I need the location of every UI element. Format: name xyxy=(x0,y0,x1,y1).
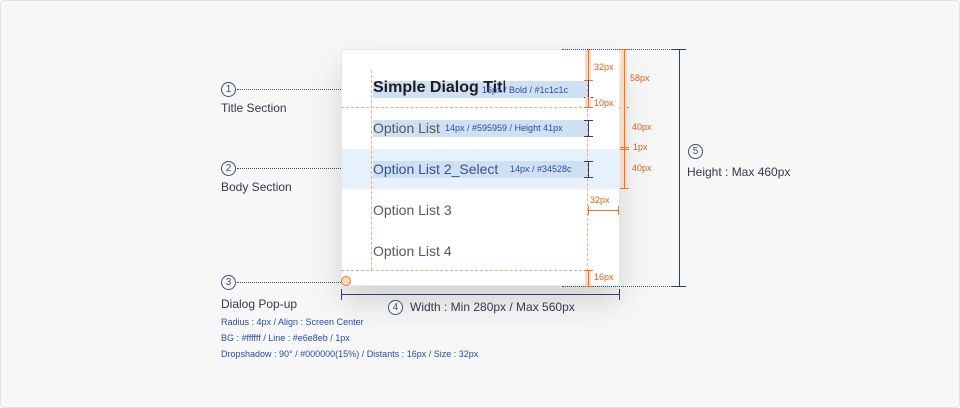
option-1-height-marker xyxy=(588,120,589,136)
option-2-cap-bottom xyxy=(584,177,593,178)
callout-4-number: 4 xyxy=(388,300,403,315)
option-row-4[interactable]: Option List 4 xyxy=(342,231,619,271)
dialog-title: Simple Dialog Title xyxy=(373,79,505,96)
title-bottom-guide xyxy=(341,107,587,108)
title-gap-cap xyxy=(584,107,593,108)
row-divider-cap-bottom xyxy=(620,149,629,150)
title-total-marker xyxy=(624,49,625,107)
divider-label: 1px xyxy=(633,142,648,152)
option-1-highlight xyxy=(373,120,587,137)
option-4-label: Option List 4 xyxy=(373,243,452,259)
callout-2-number: 2 xyxy=(221,161,236,176)
bottom-padding-guide xyxy=(341,270,587,271)
row-heights-cap-bottom xyxy=(620,188,629,189)
callout-1-label: Title Section xyxy=(221,101,287,115)
bottom-padding-marker xyxy=(588,270,589,286)
right-padding-guide xyxy=(587,49,588,286)
title-gap-label: 10px xyxy=(594,98,614,108)
option-2-height-marker xyxy=(588,161,589,177)
height-cap-top xyxy=(672,49,686,50)
option-1-label: Option List xyxy=(373,120,440,136)
option-1-cap-top xyxy=(584,120,593,121)
side-padding-cap-left xyxy=(588,206,589,215)
option-2-highlight xyxy=(373,161,587,178)
top-padding-marker xyxy=(588,49,589,80)
callout-3-label: Dialog Pop-up xyxy=(221,297,298,311)
option-row-2-selected[interactable]: Option List 2_Select 14px / #34528c xyxy=(342,149,619,189)
title-height-marker xyxy=(588,80,589,97)
title-highlight xyxy=(373,81,587,98)
option-1-cap-bottom xyxy=(584,136,593,137)
callout-2-label: Body Section xyxy=(221,180,292,194)
row-height-1-label: 40px xyxy=(632,122,652,132)
bottom-padding-cap-bottom xyxy=(584,286,593,287)
option-2-cap-top xyxy=(584,161,593,162)
bottom-padding-cap-top xyxy=(584,270,593,271)
option-1-spec-note: 14px / #595959 / Height 41px xyxy=(445,123,563,133)
width-cap-left xyxy=(341,289,342,300)
option-row-3[interactable]: Option List 3 xyxy=(342,190,619,230)
left-padding-guide xyxy=(371,70,372,270)
height-cap-bottom xyxy=(672,286,686,287)
bottom-extension-line xyxy=(562,286,686,287)
height-dimension-line xyxy=(679,49,680,286)
callout-1-number: 1 xyxy=(221,82,236,97)
option-row-1[interactable]: Option List 14px / #595959 / Height 41px xyxy=(342,108,619,148)
sample-dialog: Simple Dialog Title 16px / Bold / #1c1c1… xyxy=(341,49,620,286)
top-padding-label: 32px xyxy=(594,62,614,72)
side-padding-label: 32px xyxy=(590,195,610,205)
dialog-corner-marker xyxy=(341,276,351,286)
width-dimension-line xyxy=(341,294,620,295)
callout-1-leader xyxy=(237,89,371,90)
width-cap-right xyxy=(619,289,620,300)
callout-4-label: Width : Min 280px / Max 560px xyxy=(410,300,575,314)
bottom-padding-label: 16px xyxy=(594,272,614,282)
title-total-cap-top xyxy=(620,49,629,50)
row-height-2-label: 40px xyxy=(632,163,652,173)
row-divider-cap-top xyxy=(620,147,629,148)
callout-5-number: 5 xyxy=(688,144,703,159)
option-2-spec-note: 14px / #34528c xyxy=(510,164,572,174)
side-padding-marker xyxy=(588,210,619,211)
callout-3-leader xyxy=(237,282,341,283)
dialog-spec-radius: Radius : 4px / Align : Screen Center xyxy=(221,317,364,327)
callout-5-label: Height : Max 460px xyxy=(687,165,791,179)
dialog-spec-background: BG : #ffffff / Line : #e6e8eb / 1px xyxy=(221,333,350,343)
side-padding-cap-right xyxy=(618,206,619,215)
title-gap-marker xyxy=(588,97,589,107)
option-2-label: Option List 2_Select xyxy=(373,161,499,177)
title-spec-note: 16px / Bold / #1c1c1c xyxy=(482,85,569,95)
dialog-spec-dropshadow: Dropshadow : 90° / #000000(15%) / Distan… xyxy=(221,349,479,359)
title-total-label: 58px xyxy=(630,73,650,83)
option-3-label: Option List 3 xyxy=(373,202,452,218)
callout-3-number: 3 xyxy=(221,275,236,290)
callout-2-leader xyxy=(237,168,371,169)
